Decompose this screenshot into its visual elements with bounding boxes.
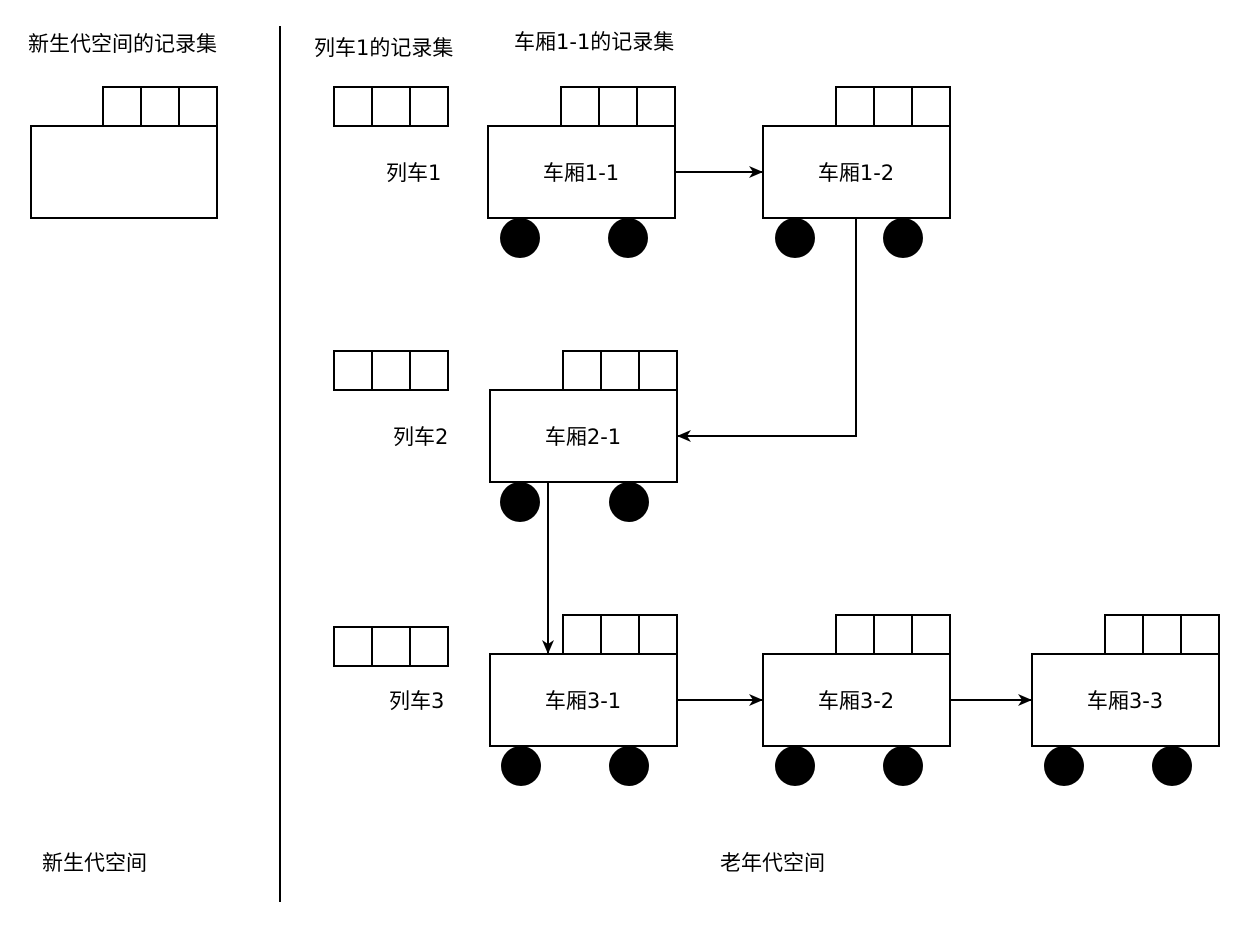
car-3-2: 车厢3-2 [762, 614, 951, 786]
wheel [1044, 746, 1084, 786]
car-2-1-label: 车厢2-1 [545, 425, 621, 449]
car-2-1: 车厢2-1 [489, 350, 678, 522]
wheel [883, 746, 923, 786]
car-3-1: 车厢3-1 [489, 614, 678, 786]
car-3-3: 车厢3-3 [1031, 614, 1220, 786]
wheel [883, 218, 923, 258]
young-generation-block [30, 125, 218, 219]
car-1-1-label: 车厢1-1 [543, 161, 619, 185]
train-1-label: 列车1 [386, 161, 441, 185]
car-1-2: 车厢1-2 [762, 86, 951, 258]
wheel [609, 746, 649, 786]
wheel [609, 482, 649, 522]
wheel [608, 218, 648, 258]
young-remembered-set-title: 新生代空间的记录集 [28, 32, 217, 56]
car-1-1: 车厢1-1 [487, 86, 676, 258]
train-3-remembered-set [333, 626, 449, 667]
train-2-label: 列车2 [393, 425, 448, 449]
young-generation-region: 新生代空间的记录集 新生代空间 [28, 32, 218, 875]
train-1-remembered-set [333, 86, 449, 127]
car-3-3-label: 车厢3-3 [1087, 689, 1163, 713]
car-3-2-label: 车厢3-2 [818, 689, 894, 713]
train-3-label: 列车3 [389, 689, 444, 713]
young-generation-footer: 新生代空间 [42, 851, 147, 875]
car-3-1-label: 车厢3-1 [545, 689, 621, 713]
wheel [775, 746, 815, 786]
wheel [500, 482, 540, 522]
arrow-car-1-2-to-2-1 [677, 218, 857, 442]
wheel [500, 218, 540, 258]
train-2-remembered-set [333, 350, 449, 391]
car-1-2-label: 车厢1-2 [818, 161, 894, 185]
train-remembered-set-label: 列车1的记录集 [314, 36, 453, 60]
wheel [1152, 746, 1192, 786]
wheel [501, 746, 541, 786]
car-remembered-set-label: 车厢1-1的记录集 [514, 30, 674, 54]
wheel [775, 218, 815, 258]
young-remembered-set-cells [102, 86, 218, 127]
old-generation-footer: 老年代空间 [720, 851, 825, 875]
